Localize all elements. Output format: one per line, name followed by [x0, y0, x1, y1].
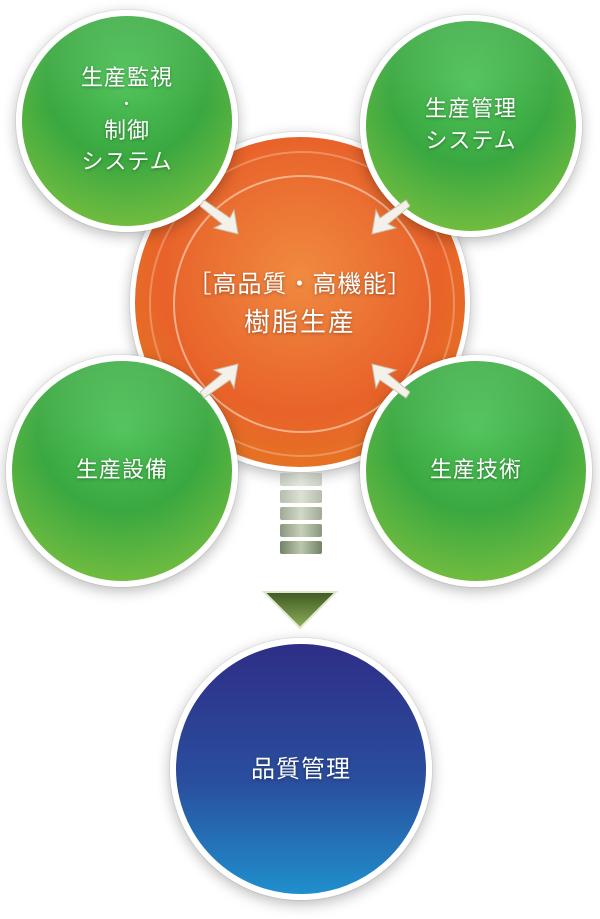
- node-monitoring-label: 生産監視 ・ 制御 システム: [81, 63, 173, 180]
- node-monitoring-control-system: 生産監視 ・ 制御 システム: [16, 10, 238, 232]
- node-technology-label: 生産技術: [429, 458, 522, 484]
- node-monitoring-line3: システム: [81, 150, 173, 176]
- flow-bar: [280, 541, 322, 554]
- node-management-label: 生産管理 システム: [425, 94, 517, 158]
- node-production-technology: 生産技術: [360, 355, 592, 587]
- output-quality-control: 品質管理: [170, 638, 432, 900]
- flow-bars: [280, 473, 322, 558]
- node-management-line2: システム: [425, 129, 517, 154]
- center-subtitle: 樹脂生産: [243, 307, 356, 338]
- arrow-bottom-left-icon: [200, 363, 239, 399]
- arrow-down-icon: [262, 591, 338, 630]
- flow-bar: [280, 473, 322, 486]
- center-title: ［高品質・高機能］: [187, 269, 413, 298]
- flow-bar: [280, 507, 322, 520]
- arrow-top-left-icon: [200, 199, 239, 235]
- node-monitoring-line1: 生産監視: [80, 65, 173, 91]
- flow-bar: [280, 490, 322, 503]
- node-equipment-label: 生産設備: [75, 458, 168, 484]
- output-label: 品質管理: [251, 754, 351, 783]
- node-production-equipment: 生産設備: [6, 355, 238, 587]
- arrow-bottom-right-icon: [371, 363, 410, 399]
- node-monitoring-separator: ・: [118, 94, 135, 113]
- arrow-top-right-icon: [371, 199, 410, 235]
- node-monitoring-line2: 制御: [103, 118, 150, 144]
- flow-bar: [280, 524, 322, 537]
- node-production-management-system: 生産管理 システム: [360, 15, 582, 237]
- node-management-line1: 生産管理: [424, 97, 517, 123]
